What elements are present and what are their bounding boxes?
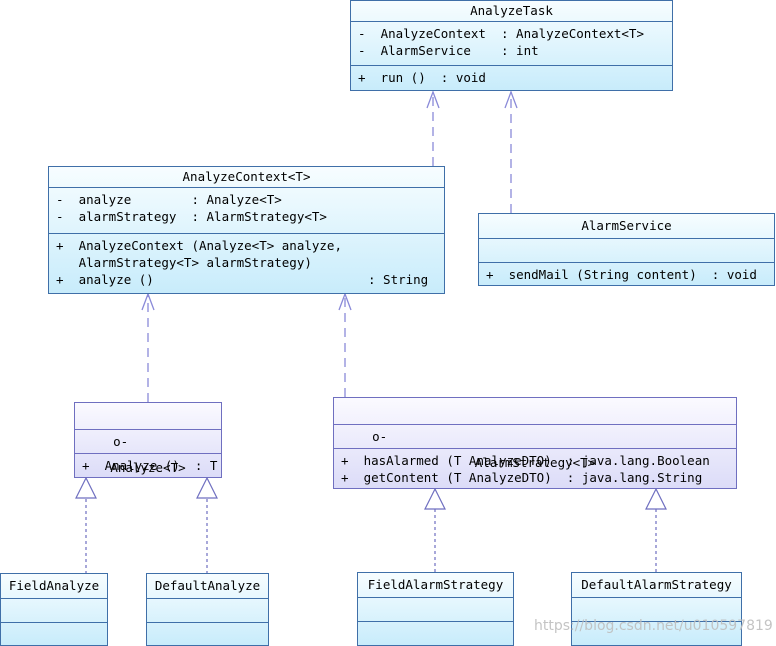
operation-signature: AlarmStrategy<T> alarmStrategy): [56, 255, 312, 270]
class-field-analyze[interactable]: FieldAnalyze: [0, 573, 108, 646]
attributes-section: [572, 597, 741, 621]
operation: + hasAlarmed (T AnalyzeDTO) : java.lang.…: [341, 453, 710, 468]
class-analyze-task[interactable]: AnalyzeTask - AnalyzeContext : AnalyzeCo…: [350, 0, 673, 91]
class-name: DefaultAnalyze: [154, 578, 261, 593]
attributes-section: [1, 598, 107, 622]
class-analyze-context[interactable]: AnalyzeContext<T> - analyze : Analyze<T>…: [48, 166, 445, 294]
operations-section: [572, 621, 741, 645]
class-name: FieldAlarmStrategy: [367, 577, 504, 592]
interface-header: o- AlarmStrategy<T>: [334, 398, 736, 470]
operation: + analyze () : String: [56, 271, 437, 288]
class-field-alarm-strategy[interactable]: FieldAlarmStrategy: [357, 572, 514, 646]
attribute: - AnalyzeContext : AnalyzeContext<T>: [358, 26, 644, 41]
attributes-section: [334, 424, 736, 448]
watermark: https://blog.csdn.net/u010597819: [534, 618, 773, 634]
class-name: FieldAnalyze: [8, 578, 100, 593]
class-name: AnalyzeTask: [470, 3, 553, 18]
attribute: - analyze : Analyze<T>: [56, 192, 282, 207]
operations-section: + run () : void: [351, 65, 672, 90]
dependency-arrowhead: [338, 292, 352, 311]
dependency-arrowhead: [426, 90, 440, 109]
interface-header: o- Analyze<T>: [75, 403, 221, 475]
realization-triangle: [75, 476, 97, 499]
operations-section: + AnalyzeContext (Analyze<T> analyze, Al…: [49, 233, 444, 293]
attributes-section: [147, 598, 268, 622]
operations-section: + hasAlarmed (T AnalyzeDTO) : java.lang.…: [334, 448, 736, 488]
class-default-analyze[interactable]: DefaultAnalyze: [146, 573, 269, 646]
operations-section: + sendMail (String content) : void: [479, 262, 774, 285]
operation: AlarmStrategy<T> alarmStrategy): [56, 254, 437, 271]
realization-triangle: [645, 487, 667, 510]
class-name: AnalyzeContext<T>: [182, 169, 311, 184]
operations-section: + Analyze () : T: [75, 453, 221, 477]
operations-section: [1, 622, 107, 645]
operation: + AnalyzeContext (Analyze<T> analyze,: [56, 237, 437, 254]
operation-return-type: : String: [368, 272, 429, 287]
operation-signature: + AnalyzeContext (Analyze<T> analyze,: [56, 238, 342, 253]
interface-stereotype-icon: o-: [113, 434, 129, 449]
interface-stereotype-icon: o-: [372, 429, 388, 444]
operation: + Analyze () : T: [82, 458, 218, 473]
class-name: AlarmStrategy<T>: [474, 455, 596, 470]
attribute: - alarmStrategy : AlarmStrategy<T>: [56, 209, 327, 224]
class-name: AlarmService: [581, 218, 672, 233]
attribute: - AlarmService : int: [358, 43, 539, 58]
dependency-arrowhead: [141, 292, 155, 311]
interface-alarm-strategy[interactable]: o- AlarmStrategy<T> + hasAlarmed (T Anal…: [333, 397, 737, 489]
attributes-section: - analyze : Analyze<T> - alarmStrategy :…: [49, 187, 444, 233]
operations-section: [147, 622, 268, 645]
operations-section: [358, 621, 513, 645]
realization-triangle: [196, 476, 218, 499]
attributes-section: [75, 429, 221, 453]
operation-signature: + analyze (): [56, 272, 154, 287]
class-default-alarm-strategy[interactable]: DefaultAlarmStrategy: [571, 572, 742, 646]
operation: + run () : void: [358, 70, 486, 85]
operation: + sendMail (String content) : void: [486, 267, 757, 282]
operation: + getContent (T AnalyzeDTO) : java.lang.…: [341, 470, 703, 485]
interface-analyze[interactable]: o- Analyze<T> + Analyze () : T: [74, 402, 222, 478]
class-name: Analyze<T>: [110, 460, 186, 475]
attributes-section: [479, 238, 774, 262]
class-alarm-service[interactable]: AlarmService + sendMail (String content)…: [478, 213, 775, 286]
realization-triangle: [424, 487, 446, 510]
attributes-section: - AnalyzeContext : AnalyzeContext<T> - A…: [351, 21, 672, 65]
class-name: DefaultAlarmStrategy: [581, 577, 732, 592]
attributes-section: [358, 597, 513, 621]
dependency-arrowhead: [504, 90, 518, 109]
